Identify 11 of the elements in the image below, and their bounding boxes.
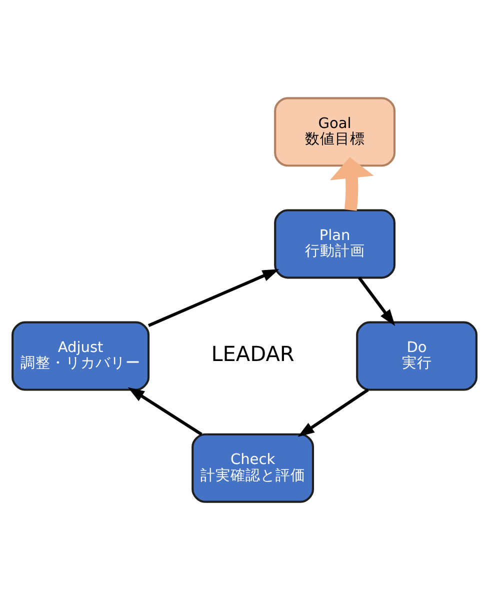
arrow bbox=[148, 269, 280, 327]
node-box: Check 計実確認と評価 bbox=[192, 433, 314, 503]
arrow bbox=[128, 387, 202, 436]
arrow bbox=[330, 157, 374, 211]
node-box: Plan 行動計画 bbox=[274, 209, 396, 279]
arrow bbox=[298, 388, 369, 437]
label: LEADAR bbox=[211, 342, 294, 366]
node-box: Do 実行 bbox=[356, 321, 478, 391]
node-box: Adjust 調整・リカバリー bbox=[12, 321, 150, 391]
node-box: Goal 数値目標 bbox=[274, 97, 396, 167]
arrow bbox=[358, 276, 396, 326]
